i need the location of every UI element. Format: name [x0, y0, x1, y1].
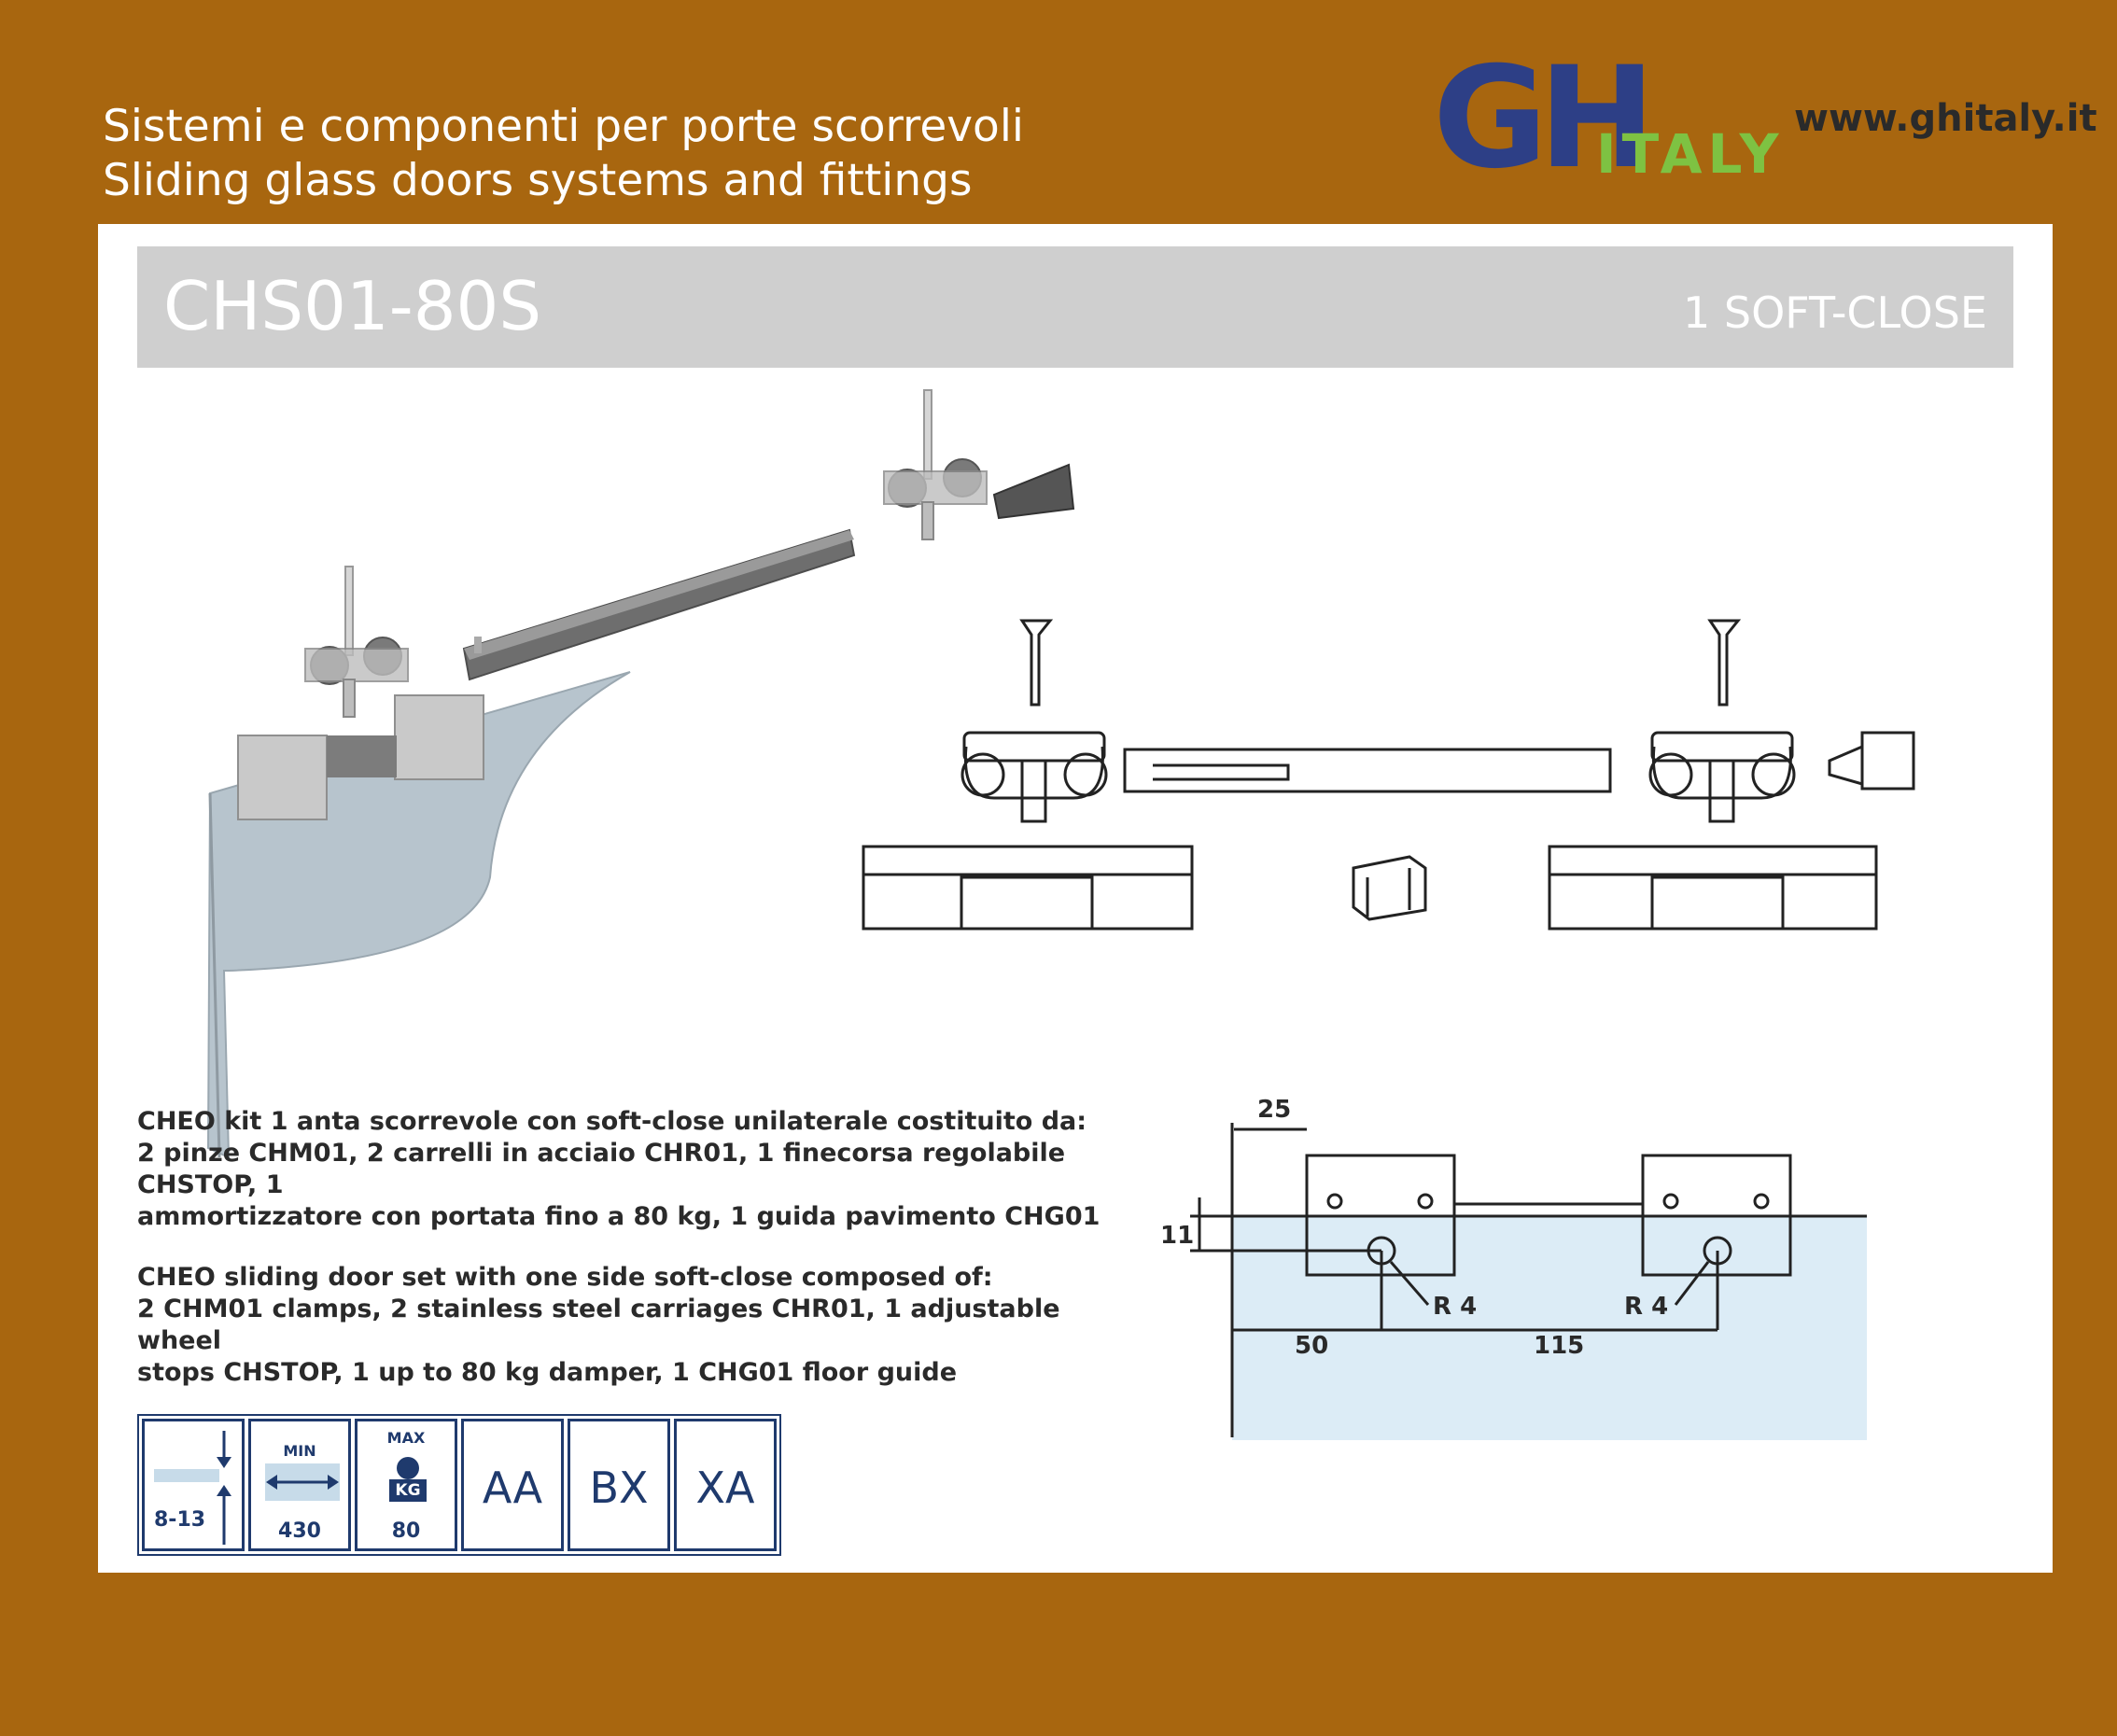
kg-label: KG [389, 1479, 427, 1502]
finish-aa-text: AA [482, 1463, 543, 1513]
dim-radius-right: R 4 [1624, 1293, 1668, 1321]
desc-it-line: CHEO kit 1 anta scorrevole con soft-clos… [137, 1107, 1087, 1136]
glass-thickness-value: 8-13 [154, 1508, 206, 1532]
desc-it-line: 2 pinze CHM01, 2 carrelli in acciaio CHR… [137, 1139, 1066, 1199]
dim-side: 11 [1160, 1222, 1194, 1250]
finish-xa-icon: XA [674, 1419, 777, 1551]
logo-gh-letters: GH [1433, 37, 1656, 200]
clamp-right-render [394, 694, 484, 780]
min-width-value: 430 [278, 1519, 321, 1543]
stop-render [992, 463, 1075, 520]
tagline-english: Sliding glass doors systems and fittings [103, 155, 973, 206]
max-weight-icon: MAX KG 80 [355, 1419, 457, 1551]
finish-bx-text: BX [589, 1463, 649, 1513]
dim-middle: 115 [1534, 1332, 1584, 1360]
description-italian: CHEO kit 1 anta scorrevole con soft-clos… [137, 1106, 1127, 1233]
spec-icons: 8-13 MIN 430 MAX KG 80 AA BX XA [137, 1414, 781, 1556]
min-width-icon: MIN 430 [248, 1419, 351, 1551]
description-english: CHEO sliding door set with one side soft… [137, 1262, 1127, 1389]
min-label: MIN [283, 1442, 316, 1460]
max-weight-value: 80 [391, 1519, 421, 1543]
brand-logo[interactable]: GH ITALY [1433, 49, 1788, 189]
desc-en-line: CHEO sliding door set with one side soft… [137, 1263, 993, 1292]
product-illustrations: 25 11 50 115 R 4 R 4 [206, 389, 1915, 1440]
glass-thickness-icon: 8-13 [142, 1419, 245, 1551]
logo-italy-word: ITALY [1596, 122, 1785, 186]
product-sheet: CHS01-80S 1 SOFT-CLOSE [98, 224, 2053, 1573]
website-link[interactable]: www.ghitaly.it [1794, 97, 2097, 140]
dim-left: 50 [1295, 1332, 1328, 1360]
technical-front-view [862, 619, 1915, 931]
desc-it-line: ammortizzatore con portata fino a 80 kg,… [137, 1202, 1101, 1231]
dim-radius-left: R 4 [1433, 1293, 1477, 1321]
clamp-left-render [237, 735, 328, 820]
finish-aa-icon: AA [461, 1419, 564, 1551]
finish-bx-icon: BX [568, 1419, 670, 1551]
finish-xa-text: XA [695, 1463, 755, 1513]
product-banner: CHS01-80S 1 SOFT-CLOSE [137, 246, 2013, 368]
max-label: MAX [386, 1429, 426, 1447]
desc-en-line: 2 CHM01 clamps, 2 stainless steel carria… [137, 1295, 1060, 1355]
product-code: CHS01-80S [163, 267, 542, 345]
desc-en-line: stops CHSTOP, 1 up to 80 kg damper, 1 CH… [137, 1358, 958, 1387]
dimension-drawing: 25 11 50 115 R 4 R 4 [1160, 1096, 1867, 1440]
product-subtitle: 1 SOFT-CLOSE [1683, 287, 1987, 338]
tagline-italian: Sistemi e componenti per porte scorrevol… [103, 101, 1024, 152]
dim-top: 25 [1257, 1096, 1291, 1124]
